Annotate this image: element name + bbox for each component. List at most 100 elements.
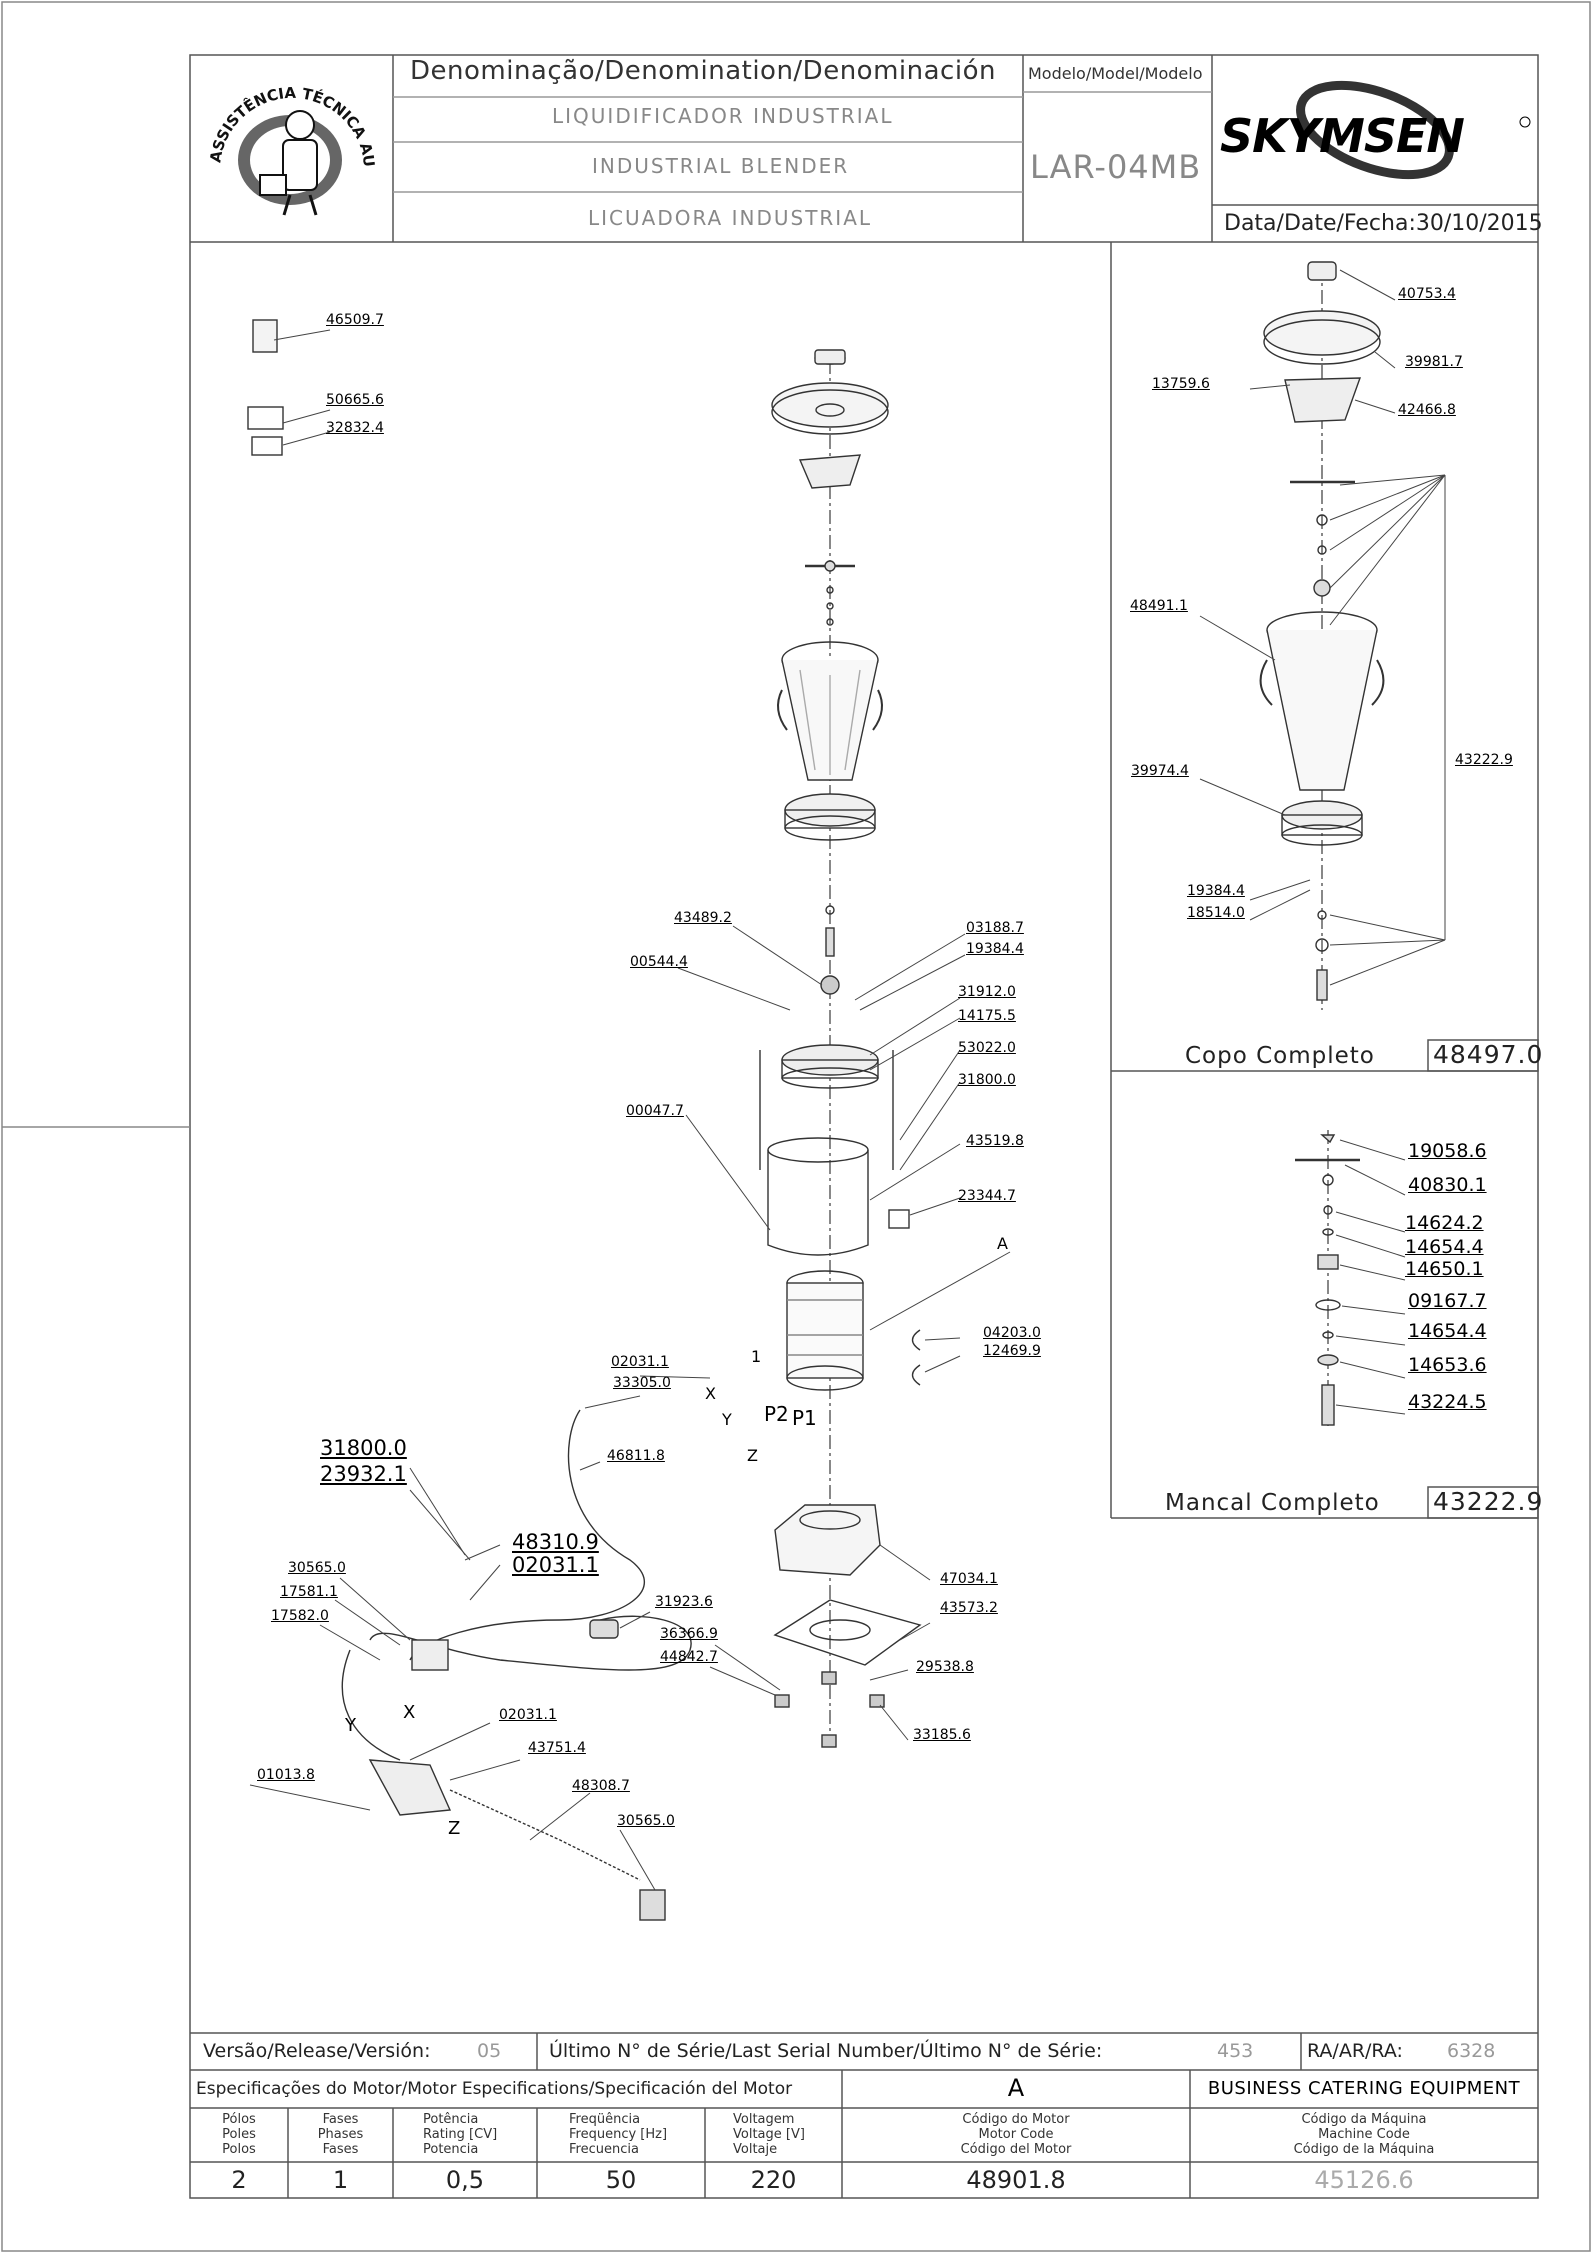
part-label: 32832.4 <box>326 420 384 436</box>
wire-letter: P1 <box>792 1406 817 1430</box>
wire-letter: X <box>705 1384 716 1403</box>
svg-text:SKYMSEN: SKYMSEN <box>1220 109 1464 163</box>
part-label: 43489.2 <box>674 910 732 926</box>
part-label: 43751.4 <box>528 1740 586 1756</box>
copo-panel-title: Copo Completo <box>1185 1043 1375 1069</box>
serial-value: 453 <box>1217 2040 1254 2062</box>
machine-code-value: 45126.6 <box>1314 2166 1414 2194</box>
model-label: Modelo/Model/Modelo <box>1028 64 1203 83</box>
part-label-large: 48310.9 <box>512 1530 599 1554</box>
part-label: 00047.7 <box>626 1103 684 1119</box>
version-label: Versão/Release/Versión: <box>203 2040 431 2062</box>
copo-panel-code: 48497.0 <box>1433 1040 1544 1069</box>
ra-label: RA/AR/RA: <box>1307 2040 1403 2062</box>
poles-value: 2 <box>231 2166 247 2194</box>
part-label: 44842.7 <box>660 1649 718 1665</box>
part-label: 47034.1 <box>940 1571 998 1587</box>
company-name: BUSINESS CATERING EQUIPMENT <box>1207 2078 1521 2099</box>
mancal-part-label: 14624.2 <box>1405 1212 1484 1234</box>
wire-letter: Y <box>722 1410 732 1429</box>
wire-letter: Z <box>747 1446 758 1465</box>
part-label: 48308.7 <box>572 1778 630 1794</box>
copo-part-label: 39974.4 <box>1131 763 1189 779</box>
copo-panel-drawing <box>1259 261 1385 1010</box>
model-value: LAR-04MB <box>1030 148 1202 186</box>
brand-logo: SKYMSEN <box>1220 80 1531 180</box>
mancal-part-label: 40830.1 <box>1408 1174 1487 1196</box>
part-label: 31800.0 <box>958 1072 1016 1088</box>
ra-value: 6328 <box>1447 2040 1496 2062</box>
wire-letter: 1 <box>751 1347 762 1366</box>
part-label-A: A <box>997 1234 1008 1253</box>
wire-letter: X <box>403 1702 416 1723</box>
wire-letter: Z <box>448 1818 461 1839</box>
voltage-value: 220 <box>750 2166 797 2194</box>
part-label: 30565.0 <box>617 1813 675 1829</box>
mancal-panel-title: Mancal Completo <box>1165 1490 1380 1516</box>
part-label: 53022.0 <box>958 1040 1016 1056</box>
part-label-large: 02031.1 <box>512 1553 599 1577</box>
mancal-part-label: 14654.4 <box>1408 1320 1487 1342</box>
date-field: Data/Date/Fecha:30/10/2015 <box>1224 211 1543 236</box>
copo-part-label: 43222.9 <box>1455 752 1513 768</box>
product-name-en: INDUSTRIAL BLENDER <box>592 154 850 178</box>
motor-spec-label: Especificações do Motor/Motor Especifica… <box>196 2079 793 2099</box>
product-name-pt: LIQUIDIFICADOR INDUSTRIAL <box>552 104 894 128</box>
version-value: 05 <box>477 2040 502 2062</box>
mancal-part-label: 14653.6 <box>1408 1354 1487 1376</box>
part-label: 31912.0 <box>958 984 1016 1000</box>
part-label: 19384.4 <box>966 941 1024 957</box>
mancal-part-label: 19058.6 <box>1408 1140 1487 1162</box>
mancal-part-label: 14650.1 <box>1405 1258 1484 1280</box>
part-label: 43519.8 <box>966 1133 1024 1149</box>
part-label: 33185.6 <box>913 1727 971 1743</box>
motor-code-value: 48901.8 <box>966 2166 1066 2194</box>
mancal-panel-drawing <box>1295 1130 1360 1430</box>
part-label: 29538.8 <box>916 1659 974 1675</box>
part-label: 02031.1 <box>499 1707 557 1723</box>
copo-part-label: 19384.4 <box>1187 883 1245 899</box>
part-label: 50665.6 <box>326 392 384 408</box>
part-label: 12469.9 <box>983 1343 1041 1359</box>
part-label: 00544.4 <box>630 954 688 970</box>
part-label: 46509.7 <box>326 312 384 328</box>
exploded-view <box>247 319 922 1921</box>
mancal-panel-code: 43222.9 <box>1433 1487 1544 1516</box>
part-label: 17582.0 <box>271 1608 329 1624</box>
part-label-large: 23932.1 <box>320 1462 407 1486</box>
mancal-part-label: 43224.5 <box>1408 1391 1487 1413</box>
wire-letter: Y <box>345 1715 356 1736</box>
part-label: 36366.9 <box>660 1626 718 1642</box>
copo-part-label: 40753.4 <box>1398 286 1456 302</box>
frequency-value: 50 <box>605 2166 637 2194</box>
motor-letter: A <box>1007 2074 1025 2102</box>
part-label: 02031.1 <box>611 1354 669 1370</box>
mancal-part-label: 14654.4 <box>1405 1236 1484 1258</box>
date-value: 30/10/2015 <box>1415 211 1543 236</box>
part-label: 43573.2 <box>940 1600 998 1616</box>
part-label: 03188.7 <box>966 920 1024 936</box>
part-label-large: 31800.0 <box>320 1436 407 1460</box>
phases-value: 1 <box>332 2166 349 2194</box>
copo-part-label: 42466.8 <box>1398 402 1456 418</box>
part-label: 14175.5 <box>958 1008 1016 1024</box>
copo-part-label: 48491.1 <box>1130 598 1188 614</box>
copo-part-label: 18514.0 <box>1187 905 1245 921</box>
part-label: 30565.0 <box>288 1560 346 1576</box>
part-label: 33305.0 <box>613 1375 671 1391</box>
part-label: 46811.8 <box>607 1448 665 1464</box>
part-label: 17581.1 <box>280 1584 338 1600</box>
copo-part-label: 13759.6 <box>1152 376 1210 392</box>
wire-letter: P2 <box>764 1402 789 1426</box>
denomination-label: Denominação/Denomination/Denominación <box>410 56 996 86</box>
seal-logo <box>238 110 342 216</box>
copo-part-label: 39981.7 <box>1405 354 1463 370</box>
part-label: 23344.7 <box>958 1188 1016 1204</box>
